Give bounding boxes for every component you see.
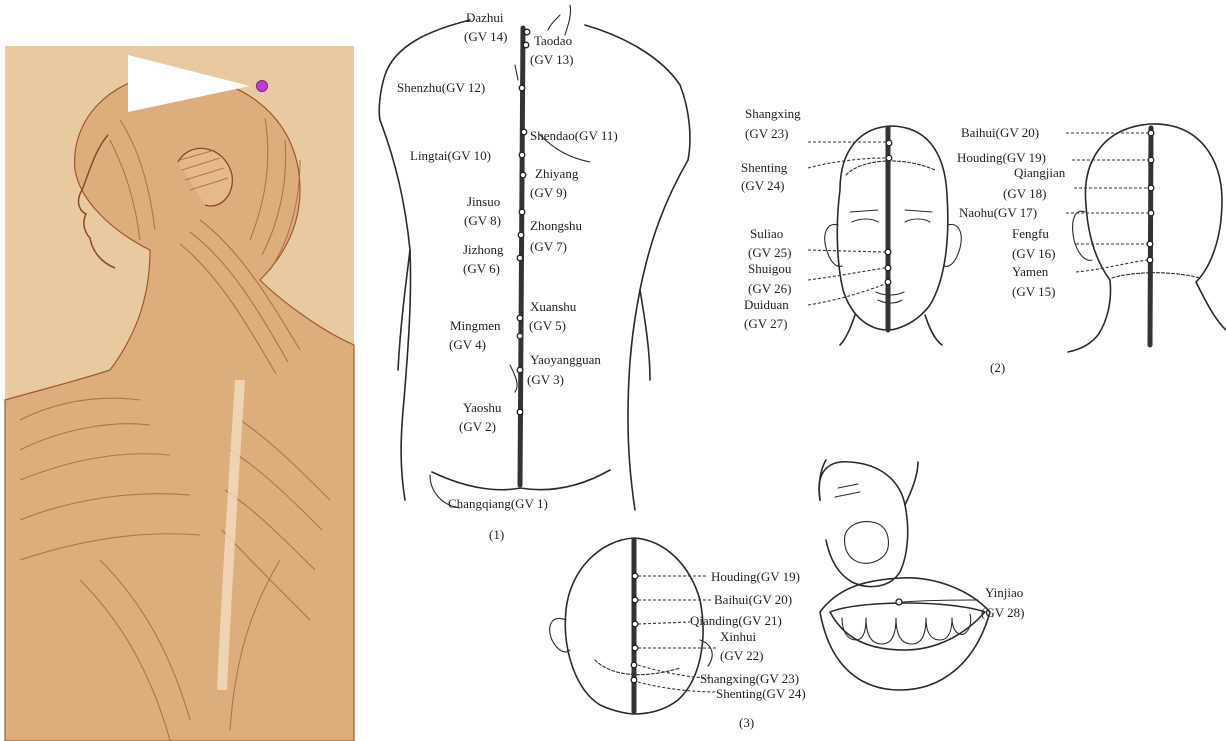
point-gv27-front[interactable]	[885, 279, 891, 285]
label-gv28: (GV 28)	[981, 605, 1024, 620]
label-gv9: (GV 9)	[530, 185, 567, 200]
label-qianding: Qianding(GV 21)	[690, 613, 782, 628]
label-yamen: Yamen	[1012, 264, 1049, 279]
label-yaoyangguan: Yaoyangguan	[530, 352, 601, 367]
caption-figure-1: (1)	[489, 527, 504, 542]
label-gv5: (GV 5)	[529, 318, 566, 333]
point-gv7[interactable]	[518, 232, 524, 238]
label-gv25: (GV 25)	[748, 245, 791, 260]
point-gv10[interactable]	[519, 152, 525, 158]
point-gv11[interactable]	[521, 129, 527, 135]
label-gv4: (GV 4)	[449, 337, 486, 352]
point-gv16-back[interactable]	[1147, 241, 1153, 247]
label-mingmen: Mingmen	[450, 318, 501, 333]
acupoint-marker[interactable]	[257, 81, 268, 92]
label-dazhui: Dazhui	[466, 10, 504, 25]
figure-back: Dazhui (GV 14) Taodao (GV 13) Shenzhu(GV…	[379, 5, 690, 542]
point-gv2[interactable]	[517, 409, 523, 415]
label-gv26: (GV 26)	[748, 281, 791, 296]
muscle-illustration	[5, 46, 354, 741]
figure-face-front: Shangxing (GV 23) Shenting (GV 24) Sulia…	[741, 106, 961, 345]
label-suliao: Suliao	[750, 226, 783, 241]
point-gv25-front[interactable]	[885, 249, 891, 255]
face-outline[interactable]	[837, 126, 948, 330]
label-zhiyang: Zhiyang	[535, 166, 579, 181]
label-qiangjian: Qiangjian	[1014, 165, 1066, 180]
point-gv3[interactable]	[517, 367, 523, 373]
label-gv18: (GV 18)	[1003, 186, 1046, 201]
point-gv9[interactable]	[520, 172, 526, 178]
label-gv16: (GV 16)	[1012, 246, 1055, 261]
label-gv23-front: (GV 23)	[745, 126, 788, 141]
head-top-outline[interactable]	[565, 538, 634, 714]
teeth	[842, 614, 971, 644]
point-gv26-front[interactable]	[885, 265, 891, 271]
label-gv6: (GV 6)	[463, 261, 500, 276]
label-gv27: (GV 27)	[744, 316, 787, 331]
label-yaoshu: Yaoshu	[463, 400, 502, 415]
label-gv14: (GV 14)	[464, 29, 507, 44]
figure-head-back: Baihui(GV 20) Houding(GV 19) Qiangjian (…	[957, 124, 1226, 375]
label-shangxing-front: Shangxing	[745, 106, 801, 121]
point-gv14[interactable]	[524, 29, 530, 35]
label-jinsuo: Jinsuo	[467, 194, 500, 209]
caption-figure-2: (2)	[990, 360, 1005, 375]
point-gv12[interactable]	[519, 85, 525, 91]
label-lingtai: Lingtai(GV 10)	[410, 148, 491, 163]
label-fengfu: Fengfu	[1012, 226, 1049, 241]
label-gv13: (GV 13)	[530, 52, 573, 67]
label-shangxing-top: Shangxing(GV 23)	[700, 671, 799, 686]
label-gv2: (GV 2)	[459, 419, 496, 434]
label-xuanshu: Xuanshu	[530, 299, 577, 314]
label-houding-top: Houding(GV 19)	[711, 569, 800, 584]
point-gv23-top[interactable]	[631, 662, 637, 668]
label-houding-back: Houding(GV 19)	[957, 150, 1046, 165]
label-baihui-top: Baihui(GV 20)	[714, 592, 792, 607]
label-shendao: Shendao(GV 11)	[530, 128, 618, 143]
label-baihui-back: Baihui(GV 20)	[961, 125, 1039, 140]
label-gv8: (GV 8)	[464, 213, 501, 228]
point-gv15-back[interactable]	[1147, 257, 1153, 263]
head-back-outline[interactable]	[1085, 124, 1226, 330]
label-naohu: Naohu(GV 17)	[959, 205, 1037, 220]
label-xinhui: Xinhui	[720, 629, 757, 644]
caption-figure-3: (3)	[739, 715, 754, 730]
point-gv19-top[interactable]	[632, 573, 638, 579]
label-gv22: (GV 22)	[720, 648, 763, 663]
label-jizhong: Jizhong	[463, 242, 504, 257]
point-gv17-back[interactable]	[1148, 210, 1154, 216]
point-gv6[interactable]	[517, 255, 523, 261]
point-gv23-front[interactable]	[886, 140, 892, 146]
point-gv20-top[interactable]	[632, 597, 638, 603]
label-zhongshu: Zhongshu	[530, 218, 583, 233]
label-changqiang: Changqiang(GV 1)	[448, 496, 548, 511]
point-gv8[interactable]	[519, 209, 525, 215]
finger-outline[interactable]	[819, 462, 908, 587]
point-gv5[interactable]	[517, 315, 523, 321]
point-gv4[interactable]	[517, 333, 523, 339]
point-gv22-top[interactable]	[632, 645, 638, 651]
figure-mouth: Yinjiao (GV 28)	[819, 460, 1024, 690]
label-gv7: (GV 7)	[530, 239, 567, 254]
label-gv24-front: (GV 24)	[741, 178, 784, 193]
label-shenzhu: Shenzhu(GV 12)	[397, 80, 485, 95]
label-yinjiao: Yinjiao	[985, 585, 1023, 600]
point-gv18-back[interactable]	[1148, 185, 1154, 191]
point-gv28[interactable]	[896, 599, 902, 605]
label-gv3: (GV 3)	[527, 372, 564, 387]
point-gv24-top[interactable]	[631, 677, 637, 683]
point-gv21-top[interactable]	[632, 621, 638, 627]
label-shuigou: Shuigou	[748, 261, 792, 276]
point-gv24-front[interactable]	[886, 155, 892, 161]
point-gv19-back[interactable]	[1148, 157, 1154, 163]
point-gv20-back[interactable]	[1148, 130, 1154, 136]
label-shenting-front: Shenting	[741, 160, 788, 175]
label-duiduan: Duiduan	[744, 297, 789, 312]
label-taodao: Taodao	[534, 33, 572, 48]
label-gv15: (GV 15)	[1012, 284, 1055, 299]
figure-head-top: Houding(GV 19) Baihui(GV 20) Qianding(GV…	[550, 538, 806, 730]
point-gv13[interactable]	[523, 42, 529, 48]
label-shenting-top: Shenting(GV 24)	[716, 686, 806, 701]
